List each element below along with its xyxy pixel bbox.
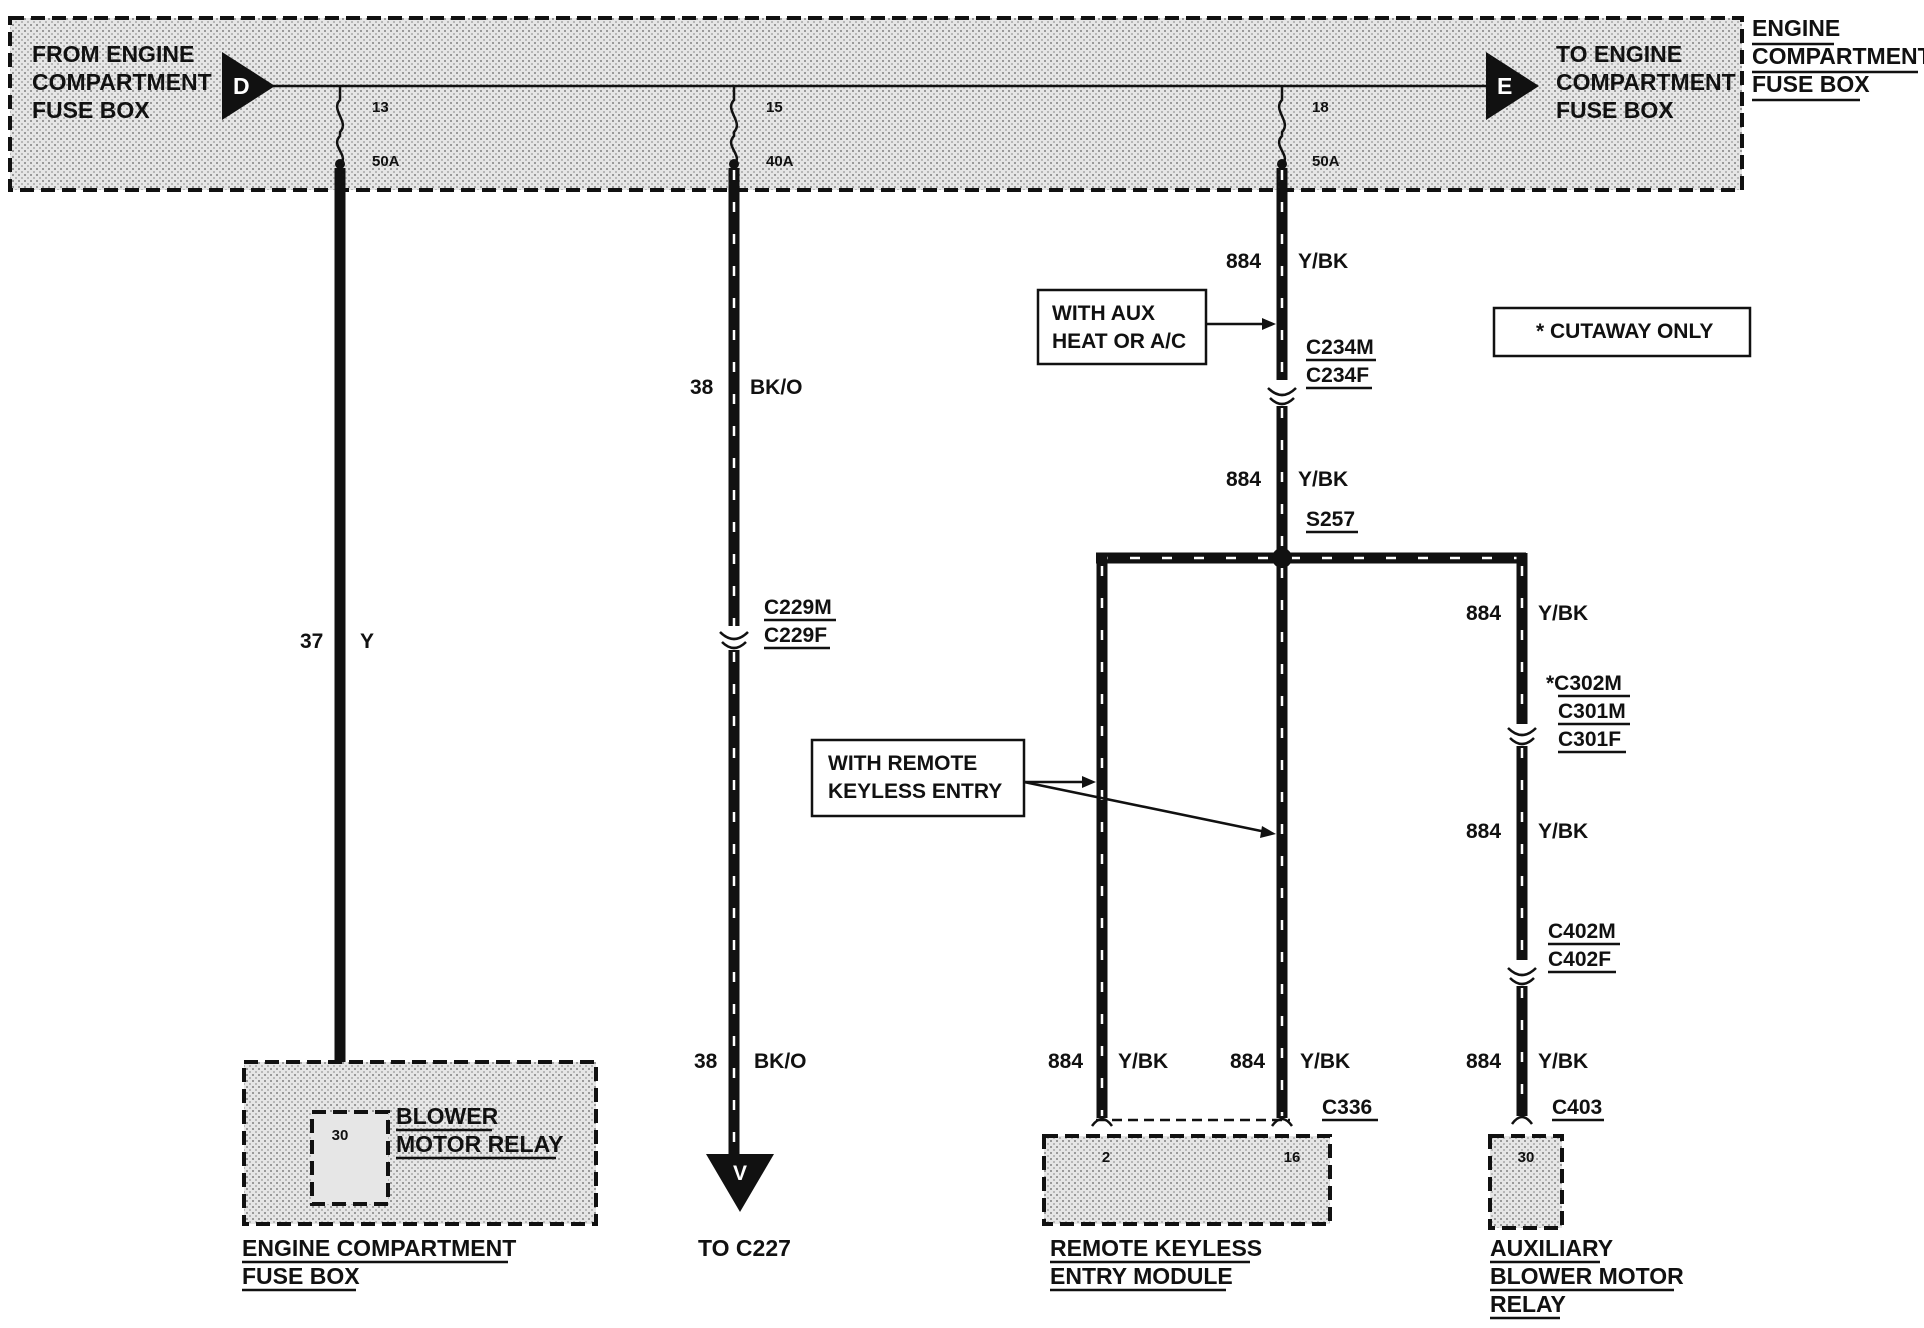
connector-c301-symbol (1509, 737, 1535, 746)
svg-text:V: V (733, 1162, 747, 1185)
connector-c234-symbol (1269, 397, 1295, 406)
right-branch-mid-color: Y/BK (1538, 820, 1588, 843)
blower-motor-relay (310, 1110, 390, 1206)
svg-text:50A: 50A (1312, 153, 1340, 170)
aux-heat-note: WITH AUX HEAT OR A/C (1052, 302, 1186, 353)
splice-s257 (1272, 548, 1292, 568)
cutaway-note-box (1492, 306, 1752, 358)
connector-c229-label: C229M C229F (764, 596, 838, 647)
terminal (1510, 1115, 1534, 1125)
fuse-box-title: ENGINE COMPARTMENT FUSE BOX (1752, 15, 1924, 97)
engine-fuse-box-label: ENGINE COMPARTMENT FUSE BOX (242, 1235, 523, 1289)
arrow-head (1082, 776, 1096, 788)
aux-relay-pin: 30 (1518, 1149, 1535, 1166)
svg-text:D: D (233, 73, 250, 99)
connector-d: D (222, 52, 275, 120)
svg-text:50A: 50A (372, 153, 400, 170)
remote-keyless-entry-module (1042, 1134, 1332, 1226)
right-branch-top-number: 884 (1466, 602, 1501, 625)
connector-c234-label: C234M C234F (1306, 336, 1380, 387)
svg-text:E: E (1497, 73, 1512, 99)
connector-c301-symbol (1507, 727, 1537, 737)
fuse-15: 15 40A (729, 86, 794, 170)
fuse-18: 18 50A (1277, 86, 1340, 170)
connector-e: E (1486, 52, 1539, 120)
connector-v: V (706, 1154, 774, 1212)
cutaway-note: * CUTAWAY ONLY (1536, 320, 1713, 343)
rke-pin-16: 16 (1284, 1149, 1301, 1166)
circuit-884-mid-number: 884 (1226, 468, 1261, 491)
circuit-884-top-color: Y/BK (1298, 250, 1348, 273)
to-fuse-box-label: TO ENGINE COMPARTMENT FUSE BOX (1556, 41, 1742, 123)
circuit-38-lower-color: BK/O (754, 1050, 807, 1073)
left-branch-color: Y/BK (1118, 1050, 1168, 1073)
connector-c336-label: C336 (1322, 1096, 1372, 1119)
connector-c402-label: C402M C402F (1548, 920, 1622, 971)
fuse-13: 13 50A (335, 86, 400, 170)
connector-c402-symbol (1509, 977, 1535, 986)
right-branch-bottom-number: 884 (1466, 1050, 1501, 1073)
circuit-38-lower-number: 38 (694, 1050, 718, 1073)
connector-c229-symbol (719, 631, 749, 641)
circuit-38-upper-color: BK/O (750, 376, 803, 399)
blower-relay-label: BLOWER MOTOR RELAY (396, 1103, 563, 1157)
connector-c402-symbol (1507, 967, 1537, 977)
svg-text:13: 13 (372, 99, 389, 116)
svg-text:40A: 40A (766, 153, 794, 170)
connector-c229-symbol (721, 641, 747, 650)
blower-relay-pin: 30 (332, 1127, 349, 1144)
svg-text:15: 15 (766, 99, 783, 116)
splice-s257-label: S257 (1306, 508, 1355, 531)
connector-c403-label: C403 (1552, 1096, 1602, 1119)
terminal (1270, 1117, 1294, 1127)
to-c227-label: TO C227 (698, 1235, 791, 1261)
from-fuse-box-label: FROM ENGINE COMPARTMENT FUSE BOX (32, 41, 218, 123)
aux-heat-note-box (1036, 288, 1208, 366)
terminal (1090, 1117, 1114, 1127)
center-branch-number: 884 (1230, 1050, 1265, 1073)
top-fuse-box (8, 16, 1744, 192)
circuit-38-upper-number: 38 (690, 376, 714, 399)
connector-c301-label: *C302M C301M C301F (1546, 672, 1632, 751)
rke-note: WITH REMOTE KEYLESS ENTRY (828, 752, 1002, 803)
circuit-884-top-number: 884 (1226, 250, 1261, 273)
rke-module-label: REMOTE KEYLESS ENTRY MODULE (1050, 1235, 1269, 1289)
right-branch-mid-number: 884 (1466, 820, 1501, 843)
blower-relay-fuse-box (242, 1060, 598, 1226)
aux-relay-label: AUXILIARY BLOWER MOTOR RELAY (1490, 1235, 1690, 1317)
arrow-head (1260, 826, 1276, 838)
rke-pin-2: 2 (1102, 1149, 1110, 1166)
right-branch-bottom-color: Y/BK (1538, 1050, 1588, 1073)
connector-c234-symbol (1267, 387, 1297, 397)
center-branch-color: Y/BK (1300, 1050, 1350, 1073)
circuit-37-color: Y (360, 630, 374, 653)
circuit-884-mid-color: Y/BK (1298, 468, 1348, 491)
svg-text:18: 18 (1312, 99, 1329, 116)
rke-note-box (810, 738, 1026, 818)
rke-note-arrow (1023, 780, 1267, 834)
right-branch-top-color: Y/BK (1538, 602, 1588, 625)
auxiliary-blower-motor-relay (1488, 1134, 1564, 1230)
left-branch-number: 884 (1048, 1050, 1083, 1073)
arrow-head (1262, 318, 1276, 330)
circuit-37-number: 37 (300, 630, 323, 653)
